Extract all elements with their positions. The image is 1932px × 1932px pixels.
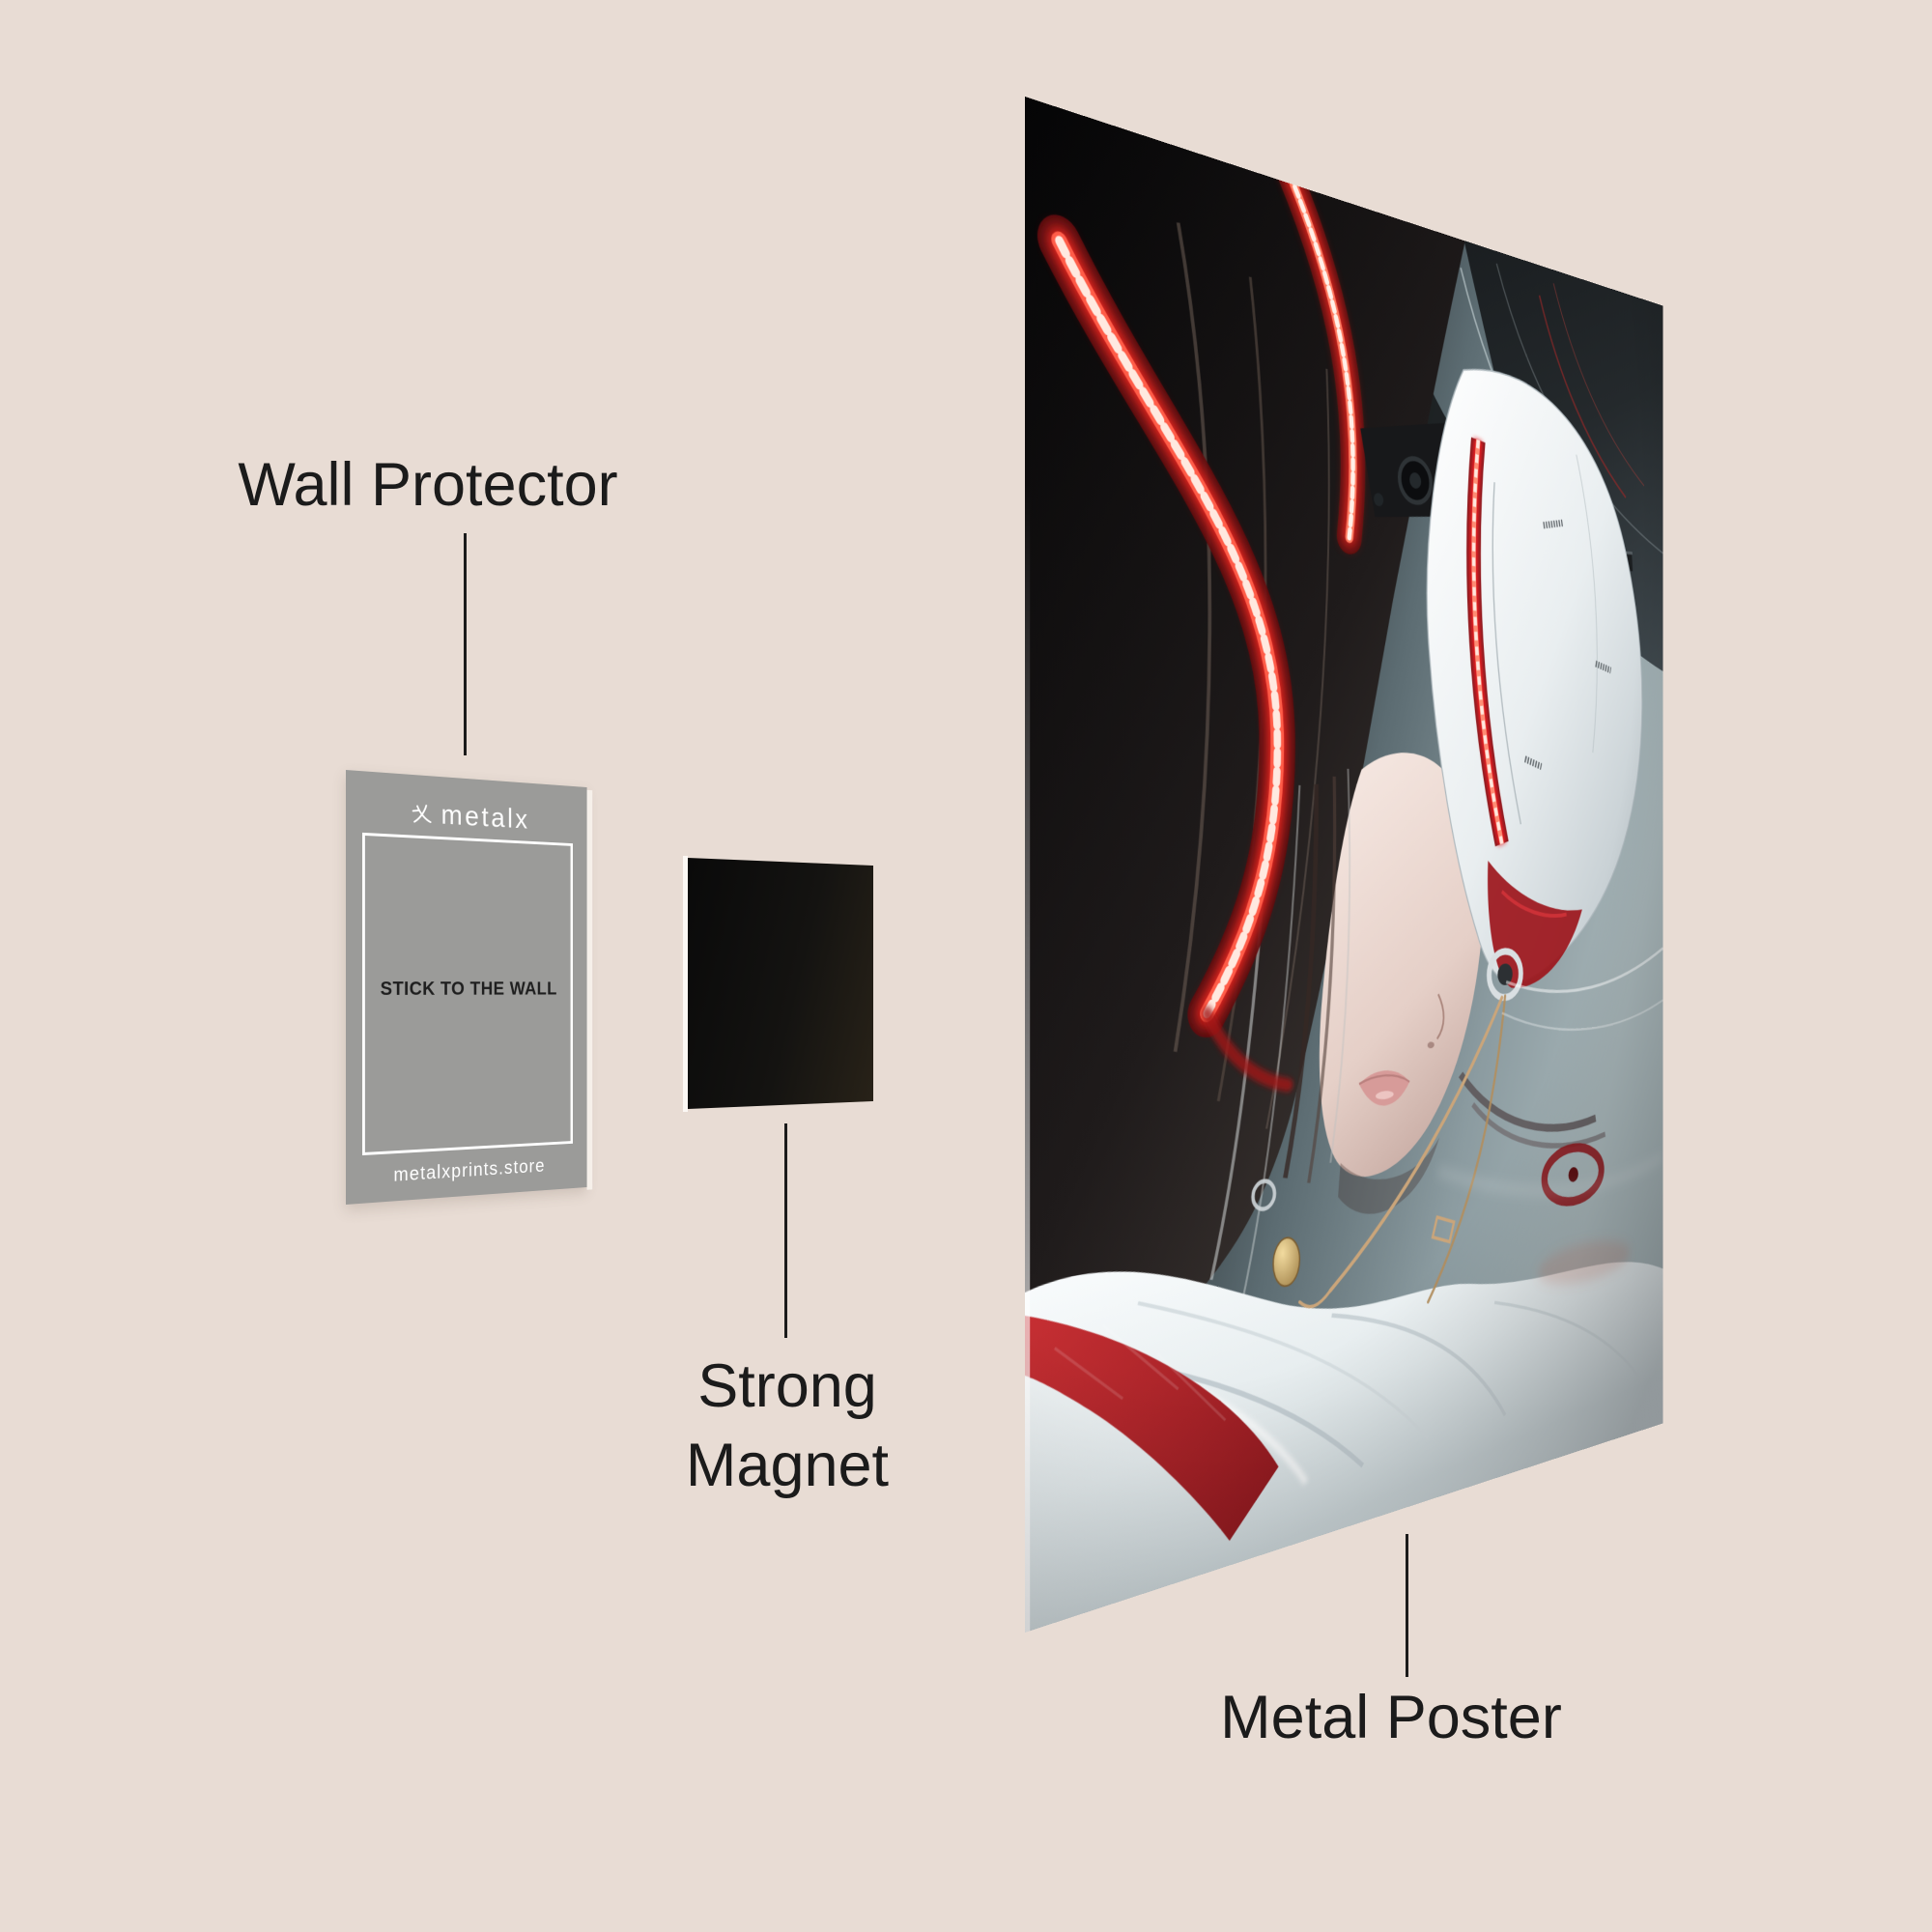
card-message-text: STICK TO THE WALL: [380, 979, 557, 1000]
metal-poster: [1025, 97, 1663, 1633]
card-website-text: metalxprints.store: [393, 1155, 546, 1186]
poster-vignette: [1025, 97, 1663, 1633]
card-brand-row: metalx: [346, 793, 587, 838]
wall-protector-label: Wall Protector: [238, 451, 618, 519]
strong-magnet-label-line1: Strong: [697, 1352, 877, 1420]
card-brand-text: metalx: [440, 799, 530, 836]
strong-magnet-label-line2: Magnet: [685, 1432, 890, 1499]
metal-poster-leader-line: [1406, 1534, 1408, 1677]
poster-artwork: [1025, 97, 1663, 1633]
card-side-edge: [586, 789, 593, 1190]
metalx-logo-icon: [411, 801, 434, 827]
strong-magnet-leader-line: [784, 1123, 787, 1338]
metal-poster-label: Metal Poster: [1220, 1684, 1562, 1751]
magnet-side-edge: [683, 855, 688, 1113]
wall-protector-card: metalx STICK TO THE WALL metalxprints.st…: [346, 770, 593, 1205]
strong-magnet-label: Strong Magnet: [546, 1347, 1029, 1505]
wall-protector-leader-line: [464, 533, 467, 755]
magnet-square: [683, 855, 874, 1113]
